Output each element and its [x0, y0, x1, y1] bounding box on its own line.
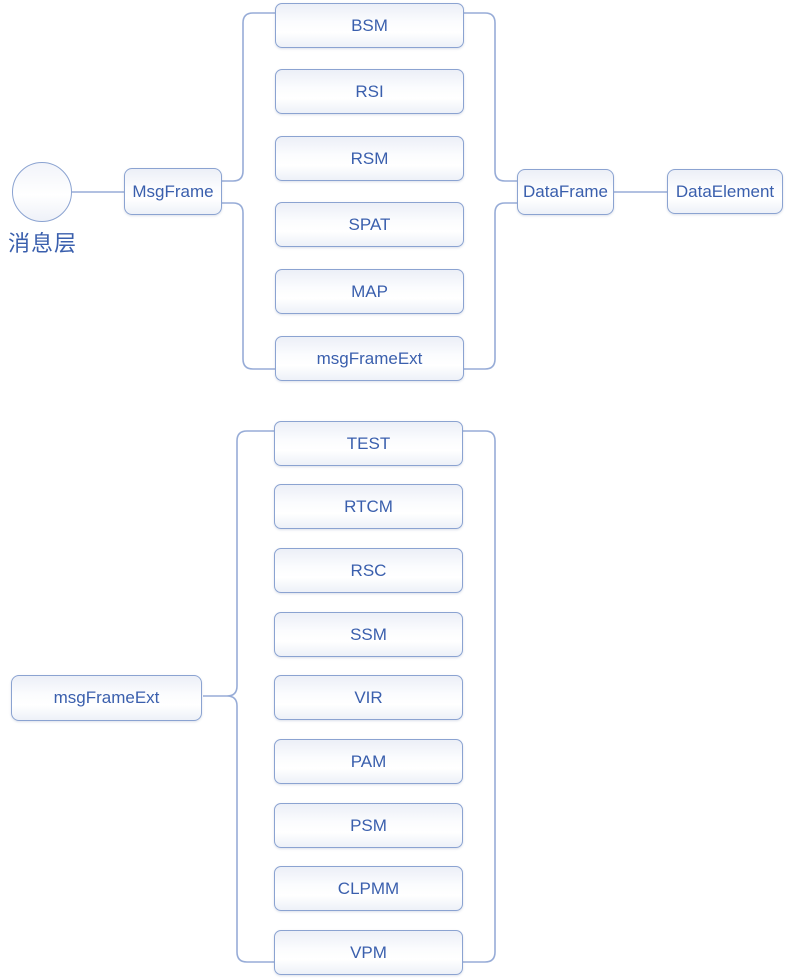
node-vpm: VPM [274, 930, 463, 975]
node-msgframeext-root: msgFrameExt [11, 675, 202, 721]
node-rsi: RSI [275, 69, 464, 114]
node-test: TEST [274, 421, 463, 466]
node-clpmm: CLPMM [274, 866, 463, 911]
node-rtcm: RTCM [274, 484, 463, 529]
node-msgframeext: msgFrameExt [275, 336, 464, 381]
node-bsm: BSM [275, 3, 464, 48]
node-msgframe: MsgFrame [124, 168, 222, 215]
message-layer-circle [12, 162, 72, 222]
node-rsm: RSM [275, 136, 464, 181]
node-psm: PSM [274, 803, 463, 848]
node-dataelement: DataElement [667, 169, 783, 214]
node-rsc: RSC [274, 548, 463, 593]
node-spat: SPAT [275, 202, 464, 247]
node-pam: PAM [274, 739, 463, 784]
group2-bracket-ring [203, 430, 496, 963]
message-layer-label: 消息层 [7, 231, 77, 256]
node-ssm: SSM [274, 612, 463, 657]
node-map: MAP [275, 269, 464, 314]
node-vir: VIR [274, 675, 463, 720]
node-dataframe: DataFrame [517, 169, 614, 215]
